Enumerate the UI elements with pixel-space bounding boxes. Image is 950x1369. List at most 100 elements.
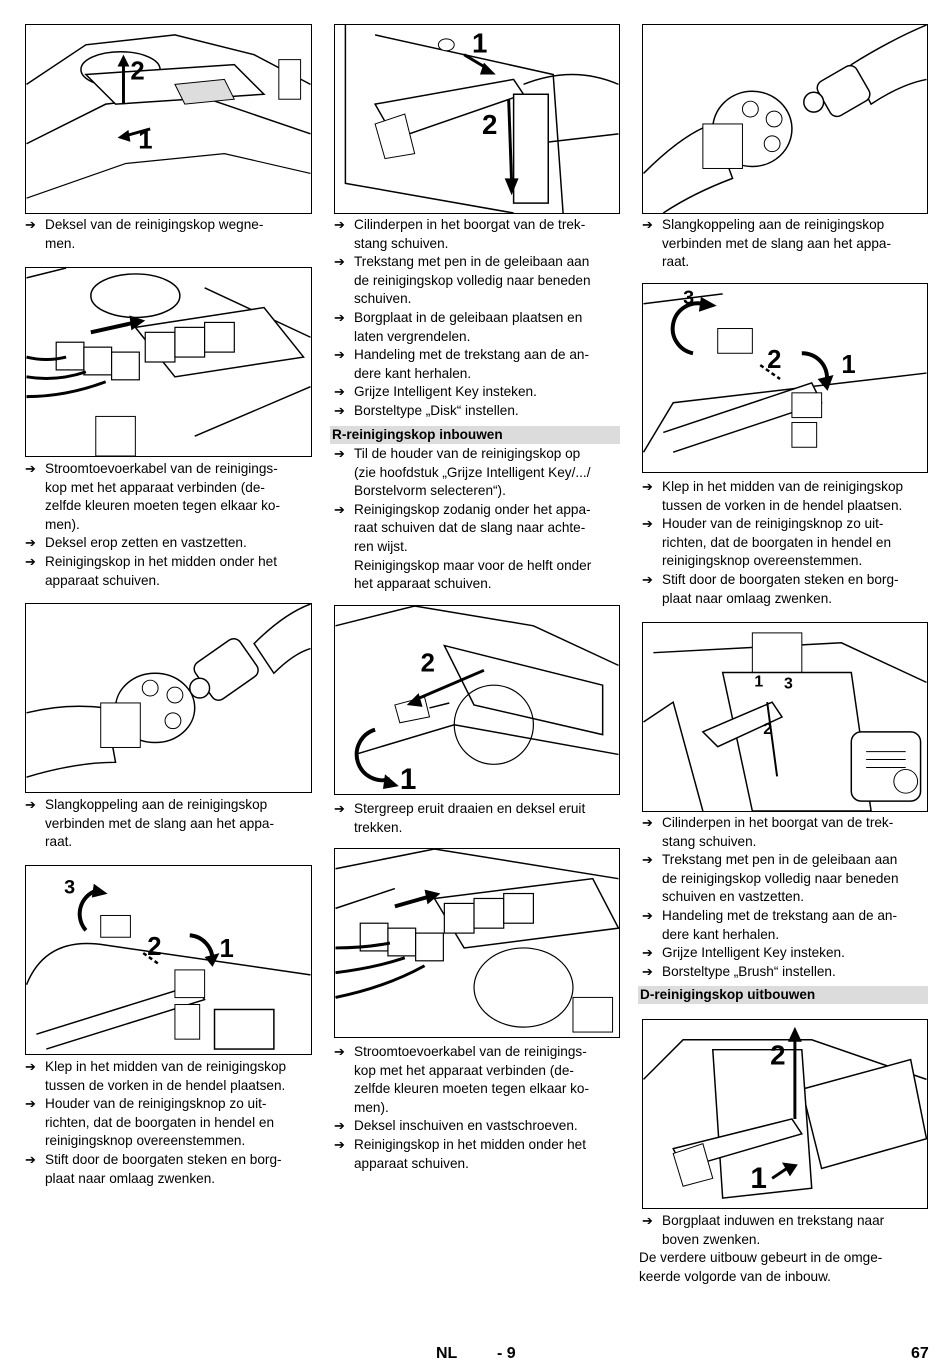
arrow-right-icon: ➔ <box>334 801 345 816</box>
instruction-line: Stift door de boorgaten steken en borg- <box>45 1151 282 1167</box>
arrow-right-icon: ➔ <box>334 384 345 400</box>
instruction-line: zelfde kleuren moeten tegen elkaar ko- <box>45 498 281 514</box>
fig-label: 2 <box>767 346 781 374</box>
instruction-step: ➔ Klep in het midden van de reinigingskop… <box>25 1058 315 1095</box>
instruction-step: ➔ Deksel erop zetten en vastzetten. <box>25 534 315 553</box>
instruction-line: stang schuiven. <box>354 235 449 251</box>
fig-label: 2 <box>763 721 772 738</box>
instruction-step: ➔Houder van de reinigingsknop zo uit-ric… <box>25 1095 315 1151</box>
steps-col1-d: ➔ Klep in het midden van de reinigingskop… <box>25 1058 315 1188</box>
figure-lever-insert-2: 3 2 1 <box>642 283 928 473</box>
instruction-line: kop met het apparaat verbinden (de- <box>354 1062 574 1078</box>
instruction-line: Reinigingskop in het midden onder het <box>354 1136 587 1152</box>
instruction-step: ➔Stroomtoevoerkabel van de reinigings-ko… <box>25 460 315 534</box>
instruction-line: Cilinderpen in het boorgat van de trek- <box>354 217 586 232</box>
arrow-right-icon: ➔ <box>334 402 345 418</box>
instruction-line: dere kant herhalen. <box>662 926 780 942</box>
figure-cover-removal: 2 1 <box>25 24 312 214</box>
instruction-line: raat. <box>662 254 690 270</box>
instruction-line: Handeling met de trekstang aan de an- <box>354 347 590 363</box>
fig-label: 2 <box>482 109 497 140</box>
arrow-right-icon: ➔ <box>642 963 653 979</box>
arrow-right-icon: ➔ <box>25 535 36 551</box>
instruction-line: Borstelvorm selecteren“). <box>354 483 506 499</box>
instruction-line: plaat naar omlaag zwenken. <box>662 590 833 606</box>
section-heading-d-removal: D-reinigingskop uitbouwen <box>638 986 928 1004</box>
steps-col3-b: ➔Klep in het midden van de reinigingskop… <box>642 478 932 608</box>
instruction-step: ➔ Stift door de boorgaten steken en borg-… <box>642 571 932 608</box>
instruction-line: Grijze Intelligent Key insteken. <box>354 384 537 400</box>
fig-label: 2 <box>147 933 161 961</box>
instruction-line: Klep in het midden van de reinigingskop <box>45 1059 287 1074</box>
arrow-right-icon: ➔ <box>642 945 653 961</box>
steps-col1-a: ➔Deksel van de reinigingskop wegne-men. <box>25 216 315 253</box>
arrow-right-icon: ➔ <box>642 907 653 923</box>
instruction-step: ➔Cilinderpen in het boorgat van de trek-… <box>334 216 624 253</box>
steps-col2-d: ➔Stroomtoevoerkabel van de reinigings-ko… <box>334 1043 624 1173</box>
instruction-line: Deksel inschuiven en vastschroeven. <box>354 1118 578 1134</box>
arrow-right-icon: ➔ <box>334 309 345 325</box>
fig-label: 2 <box>130 57 144 85</box>
instruction-line: schuiven en vastzetten. <box>662 889 805 905</box>
closing-line: De verdere uitbouw gebeurt in de omge- <box>639 1250 883 1265</box>
fig-label: 1 <box>472 28 487 59</box>
instruction-line: Trekstang met pen in de geleibaan aan <box>354 254 590 270</box>
instruction-line: zelfde kleuren moeten tegen elkaar ko- <box>354 1081 590 1097</box>
arrow-right-icon: ➔ <box>25 1096 36 1112</box>
instruction-line: Til de houder van de reinigingskop op <box>354 446 581 461</box>
instruction-line: Stift door de boorgaten steken en borg- <box>662 571 899 587</box>
figure-hose-coupling-2 <box>642 24 928 214</box>
instruction-line: Houder van de reinigingsknop zo uit- <box>662 516 884 532</box>
instruction-step: ➔Stergreep eruit draaien en deksel eruit… <box>334 800 624 837</box>
instruction-line: Borgplaat in de geleibaan plaatsen en <box>354 309 583 325</box>
instruction-line: Reinigingskop in het midden onder het <box>45 553 278 569</box>
arrow-right-icon: ➔ <box>334 1118 345 1134</box>
instruction-line: boven zwenken. <box>662 1231 761 1247</box>
instruction-line: tussen de vorken in de hendel plaatsen. <box>662 497 903 513</box>
instruction-line: raat schuiven dat de slang naar achte- <box>354 520 586 536</box>
instruction-step: ➔Handeling met de trekstang aan de an-de… <box>334 346 624 383</box>
instruction-line: verbinden met de slang aan het appa- <box>662 235 891 251</box>
arrow-right-icon: ➔ <box>334 501 345 517</box>
instruction-line: Slangkoppeling aan de reinigingskop <box>662 217 885 232</box>
instruction-line: reinigingsknop overeenstemmen. <box>662 553 863 569</box>
fig-label: 1 <box>219 935 233 963</box>
fig-label: 2 <box>421 649 435 677</box>
instruction-line: de reinigingskop volledig naar beneden <box>662 870 899 886</box>
instruction-line: men). <box>354 1099 389 1115</box>
instruction-line: Reinigingskop maar voor de helft onder <box>354 557 592 573</box>
closing-text: De verdere uitbouw gebeurt in de omge- k… <box>639 1249 929 1286</box>
instruction-step: ➔Stroomtoevoerkabel van de reinigings-ko… <box>334 1043 624 1117</box>
instruction-step: ➔Borsteltype „Disk“ instellen. <box>334 402 624 421</box>
instruction-line: Cilinderpen in het boorgat van de trek- <box>662 815 894 830</box>
instruction-step: ➔Deksel van de reinigingskop wegne-men. <box>25 216 315 253</box>
arrow-right-icon: ➔ <box>25 553 36 569</box>
instruction-line: Reinigingskop zodanig onder het appa- <box>354 501 591 517</box>
section-heading-r-install: R-reinigingskop inbouwen <box>330 426 620 444</box>
instruction-line: richten, dat de boorgaten in hendel en <box>45 1114 275 1130</box>
fig-label: 1 <box>138 127 152 155</box>
arrow-right-icon: ➔ <box>25 797 36 812</box>
instruction-line: Deksel erop zetten en vastzetten. <box>45 535 247 551</box>
figure-pull-rod: 1 2 <box>334 24 620 214</box>
steps-col1-b: ➔Stroomtoevoerkabel van de reinigings-ko… <box>25 460 315 590</box>
arrow-right-icon: ➔ <box>25 217 36 232</box>
arrow-right-icon: ➔ <box>25 1059 36 1074</box>
arrow-right-icon: ➔ <box>334 446 345 461</box>
instruction-step: ➔Klep in het midden van de reinigingskop… <box>642 478 932 515</box>
steps-col2-b: ➔Til de houder van de reinigingskop op(z… <box>334 445 624 594</box>
instruction-line: Slangkoppeling aan de reinigingskop <box>45 797 268 812</box>
arrow-right-icon: ➔ <box>642 571 653 587</box>
arrow-right-icon: ➔ <box>25 1151 36 1167</box>
fig-label: 1 <box>754 673 763 690</box>
arrow-right-icon: ➔ <box>642 516 653 532</box>
instruction-line: kop met het apparaat verbinden (de- <box>45 479 265 495</box>
instruction-line: men). <box>45 516 80 532</box>
footer-language: NL <box>436 1345 458 1362</box>
